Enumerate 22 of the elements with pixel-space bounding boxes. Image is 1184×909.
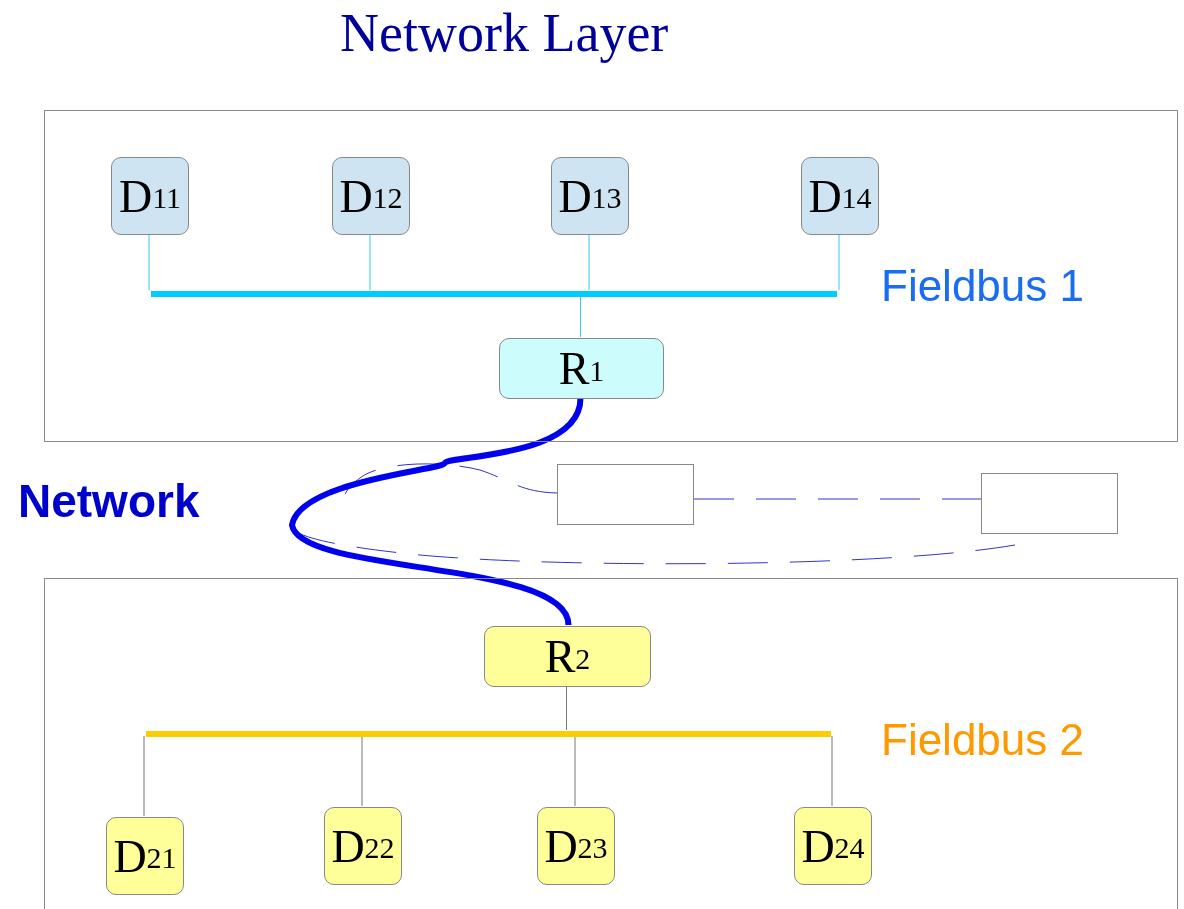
connector-line bbox=[369, 233, 371, 291]
network-link bbox=[289, 397, 584, 626]
connector-line bbox=[574, 735, 576, 807]
connector-line bbox=[361, 735, 363, 807]
fieldbus-label: Fieldbus 2 bbox=[881, 715, 1084, 765]
network-label: Network bbox=[18, 474, 200, 528]
diagram-title: Network Layer bbox=[340, 2, 669, 64]
bus-bar bbox=[151, 291, 837, 297]
network-box bbox=[557, 464, 694, 525]
fieldbus-label: Fieldbus 1 bbox=[881, 261, 1084, 311]
connector-line bbox=[588, 233, 590, 291]
connector-line bbox=[838, 233, 840, 291]
connector-line bbox=[143, 735, 145, 817]
fieldbus-panel bbox=[44, 110, 1178, 442]
connector-line bbox=[580, 295, 581, 338]
connector-line bbox=[831, 735, 833, 807]
fieldbus-panel bbox=[44, 578, 1178, 909]
network-box bbox=[981, 473, 1118, 534]
bus-bar bbox=[146, 731, 831, 737]
connector-line bbox=[566, 685, 567, 731]
connector-line bbox=[148, 233, 150, 291]
connector-line bbox=[693, 498, 982, 500]
